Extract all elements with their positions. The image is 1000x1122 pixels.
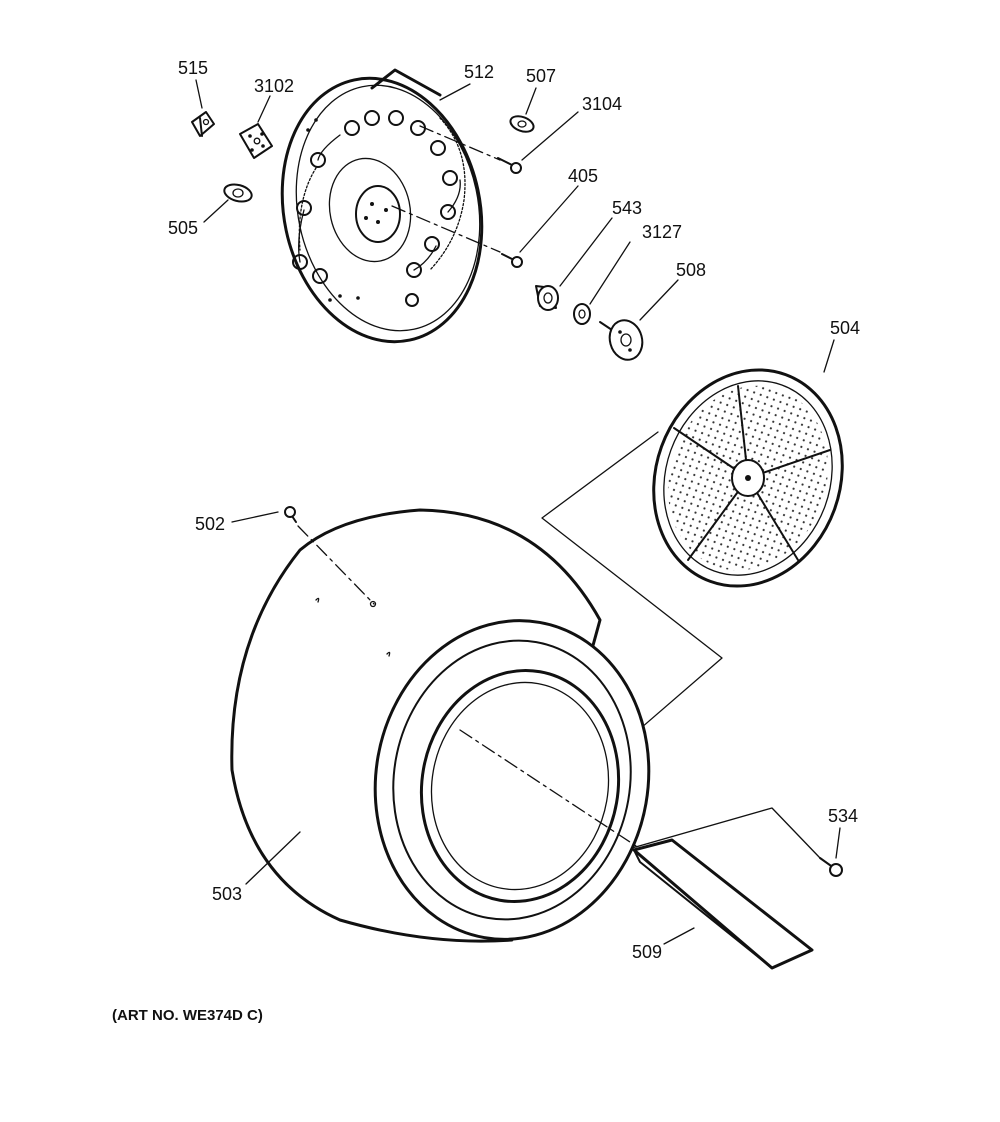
callout-3104: 3104 — [582, 94, 622, 114]
perforated-panel-504 — [652, 368, 844, 588]
art-number: (ART NO. WE374D C) — [112, 1007, 263, 1024]
washer-3127 — [573, 303, 591, 325]
callout-515: 515 — [178, 58, 208, 78]
callout-534: 534 — [828, 806, 858, 826]
baffle-509 — [631, 807, 821, 970]
rear-drum-head — [280, 68, 484, 344]
callout-508: 508 — [676, 260, 706, 280]
callout-512: 512 — [464, 62, 494, 82]
clip-515 — [191, 111, 215, 137]
callout-505: 505 — [168, 218, 198, 238]
pad-3102 — [239, 123, 273, 159]
screw-534 — [819, 857, 843, 877]
callout-503: 503 — [212, 884, 242, 904]
screw-502 — [284, 506, 375, 605]
callout-3127: 3127 — [642, 222, 682, 242]
callout-504: 504 — [830, 318, 860, 338]
screw-3104 — [497, 157, 522, 174]
bearing-505 — [223, 183, 253, 203]
leader-lines — [195, 79, 841, 945]
bearing-507 — [509, 115, 535, 133]
callout-405: 405 — [568, 166, 598, 186]
bushing-543 — [535, 285, 559, 311]
shaft-508 — [599, 319, 644, 361]
callout-507: 507 — [526, 66, 556, 86]
callout-502: 502 — [195, 514, 225, 534]
callout-543: 543 — [612, 198, 642, 218]
screw-405 — [501, 253, 523, 268]
callout-509: 509 — [632, 942, 662, 962]
callout-3102: 3102 — [254, 76, 294, 96]
drum-503 — [230, 508, 651, 943]
